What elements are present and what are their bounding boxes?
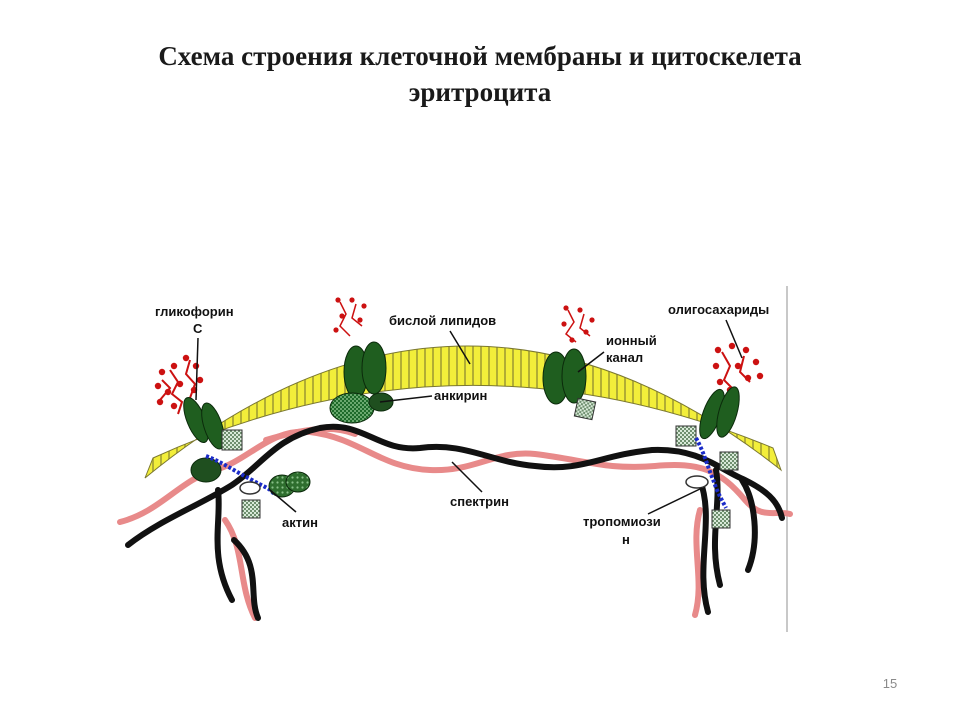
spectrin-black-strands <box>125 423 785 621</box>
glycophorin-right-helix-2 <box>716 386 740 438</box>
leader-ankyrin <box>379 395 433 403</box>
actin-cap-left <box>241 499 261 519</box>
title-line-1: Схема строения клеточной мембраны и цито… <box>158 41 802 71</box>
label-lipid-bilayer: бислой липидов <box>389 313 496 328</box>
oligosaccharide-chain-right <box>721 351 751 391</box>
oligosaccharide-beads-center <box>333 297 367 333</box>
actin-cap-right-bottom <box>711 509 731 529</box>
tropomyosin-left <box>239 481 261 495</box>
label-tropomyosin-line2: н <box>622 532 630 547</box>
glycophorin-left-square <box>221 429 243 451</box>
label-ion-channel-line1: ионный <box>606 333 657 348</box>
page-number: 15 <box>882 676 898 691</box>
label-ankyrin: анкирин <box>434 388 487 403</box>
label-tropomyosin-line1: тропомиози <box>583 514 661 529</box>
oligosaccharide-beads-channel <box>561 305 595 343</box>
band3-ankyrin-complex <box>329 297 394 424</box>
leader-glycophorin <box>195 337 199 401</box>
actin-filament-right <box>694 437 728 509</box>
label-glycophorin-line2: С <box>193 321 203 336</box>
leader-actin <box>269 489 297 513</box>
slide-title: Схема строения клеточной мембраны и цито… <box>0 38 960 110</box>
ankyrin-body <box>329 392 375 424</box>
oligosaccharide-chain-channel <box>564 309 591 343</box>
label-spectrin: спектрин <box>450 494 509 509</box>
leader-lipid <box>449 330 471 365</box>
glycophorin-c-left <box>154 354 311 519</box>
ion-channel-protein <box>542 305 597 421</box>
label-glycophorin-line1: гликофорин <box>155 304 234 319</box>
label-actin: актин <box>282 515 318 530</box>
tropomyosin-right <box>685 475 709 489</box>
leader-tropomyosin <box>647 487 703 515</box>
title-line-2: эритроцита <box>408 77 552 107</box>
leader-lines <box>195 319 743 515</box>
label-ion-channel-line2: канал <box>606 350 643 365</box>
actin-cap-right-top <box>719 451 739 471</box>
oligosaccharide-chain-center <box>339 301 363 337</box>
glycophorin-left-helix-2 <box>201 402 225 450</box>
ion-channel-square <box>573 397 597 421</box>
glycophorin-right-square <box>675 425 697 447</box>
leader-ion-channel <box>577 351 605 373</box>
leader-spectrin <box>451 461 483 493</box>
band3-helix-2 <box>361 341 387 395</box>
actin-cluster-left-2 <box>285 471 311 493</box>
leader-oligosaccharides <box>725 319 743 359</box>
label-oligosaccharides: олигосахариды <box>668 302 769 317</box>
ion-channel-helix-2 <box>561 348 587 404</box>
glycophorin-right <box>675 342 764 529</box>
